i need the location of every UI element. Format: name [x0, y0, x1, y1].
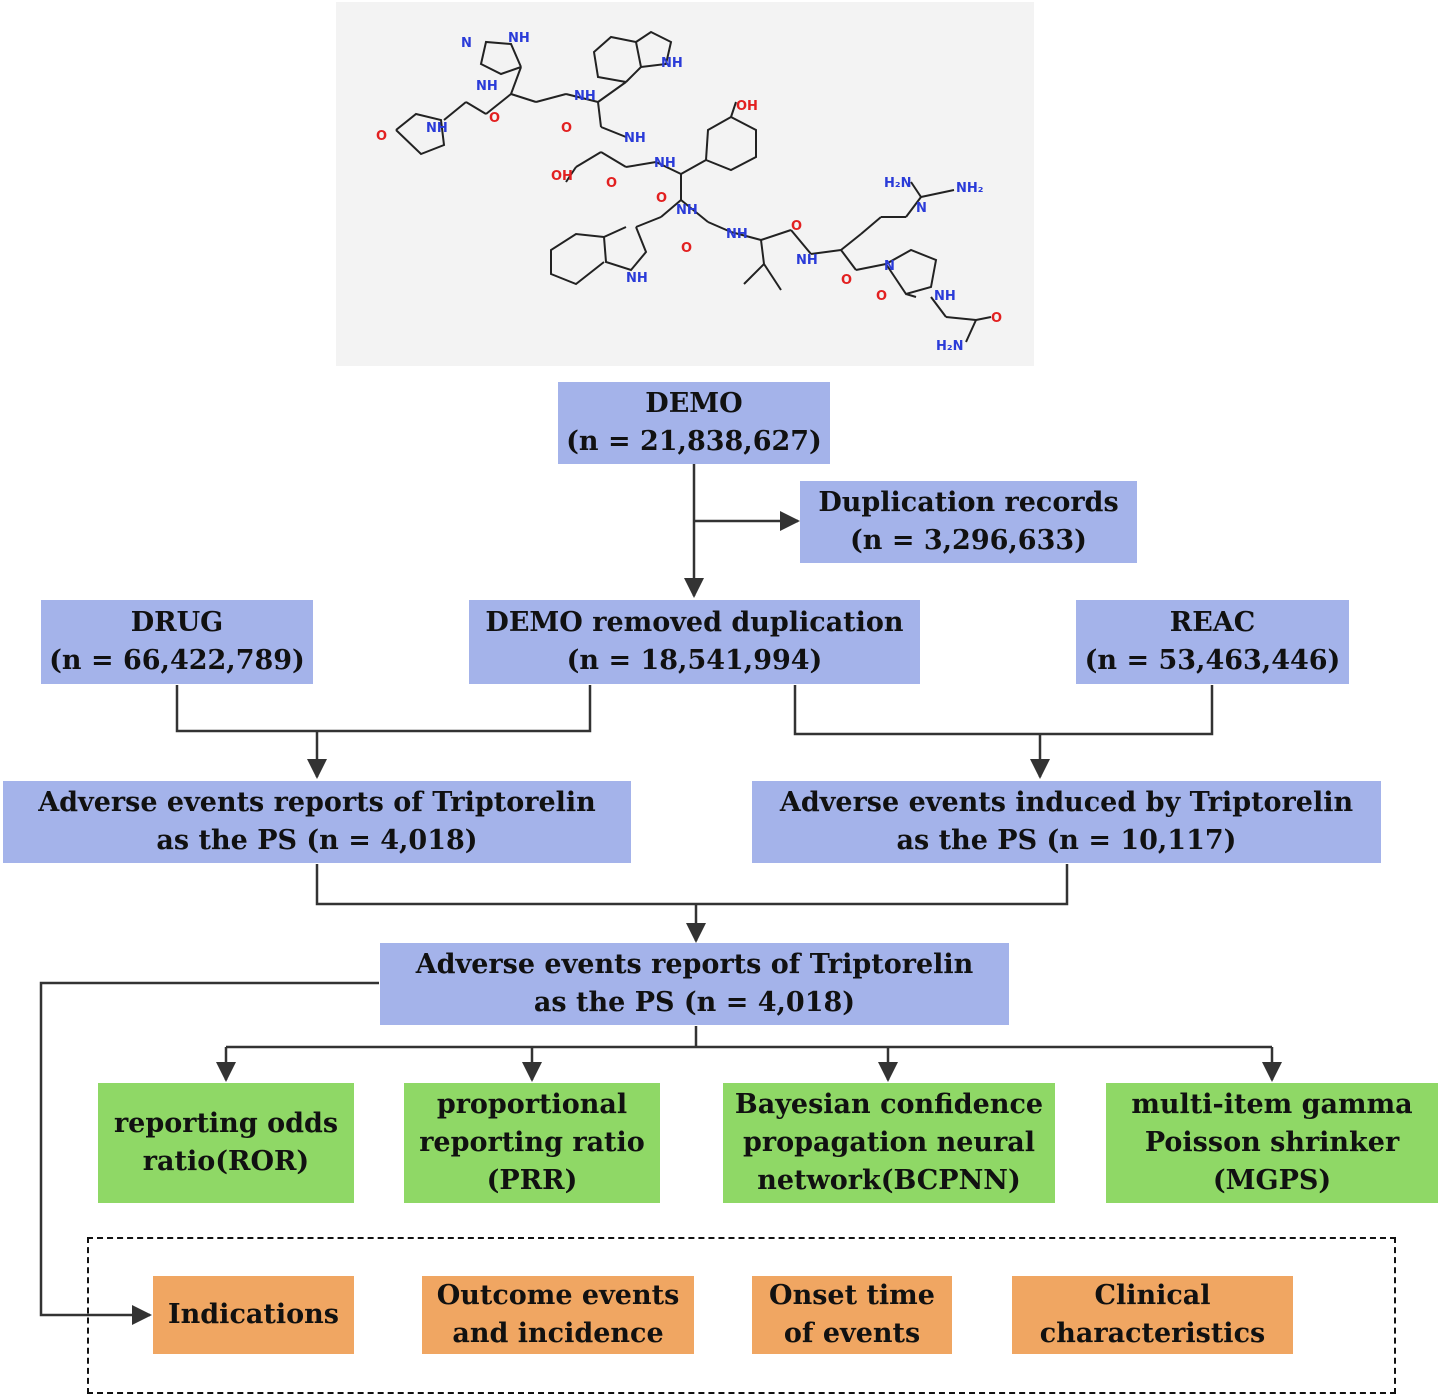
atom-label: OH: [736, 99, 758, 114]
analysis-clinical-line2: characteristics: [1039, 1318, 1266, 1349]
method-mgps-line2: Poisson shrinker: [1144, 1127, 1400, 1158]
atom-label: O: [841, 273, 852, 288]
method-mgps-line1: multi-item gamma: [1131, 1089, 1413, 1120]
atom-label: NH: [676, 203, 698, 218]
analysis-onset-line2: of events: [783, 1318, 921, 1349]
atom-label: O: [376, 129, 387, 144]
node-final-line1: Adverse events reports of Triptorelin: [415, 949, 974, 980]
node-drug-count: (n = 66,422,789): [49, 645, 305, 676]
atom-label: N: [884, 259, 895, 274]
atom-label: N: [916, 201, 927, 216]
method-prr: proportional reporting ratio (PRR): [404, 1083, 660, 1203]
method-ror-line1: reporting odds: [113, 1108, 339, 1139]
node-demo-title: DEMO: [645, 388, 743, 419]
node-reac-title: REAC: [1169, 607, 1256, 638]
node-demo-removed-duplication: DEMO removed duplication (n = 18,541,994…: [469, 600, 920, 684]
analysis-onset-line1: Onset time: [769, 1280, 935, 1311]
node-demo: DEMO (n = 21,838,627): [558, 382, 830, 464]
atom-label: NH: [626, 271, 648, 286]
node-induced-line2: as the PS (n = 10,117): [896, 825, 1237, 856]
method-ror: reporting odds ratio(ROR): [98, 1083, 354, 1203]
node-drug-title: DRUG: [130, 607, 224, 638]
atom-label: NH: [796, 253, 818, 268]
atom-label: OH: [551, 169, 573, 184]
method-mgps: multi-item gamma Poisson shrinker (MGPS): [1106, 1083, 1438, 1203]
node-demo-removed-count: (n = 18,541,994): [566, 645, 823, 676]
analysis-outcome-events: Outcome events and incidence: [422, 1276, 694, 1354]
analysis-outcome-line2: and incidence: [452, 1318, 664, 1349]
analysis-clinical-line1: Clinical: [1094, 1280, 1211, 1311]
node-reports-line1: Adverse events reports of Triptorelin: [38, 787, 596, 818]
method-bcpnn-line2: propagation neural: [742, 1127, 1036, 1158]
atom-label: O: [606, 176, 617, 191]
node-reac: REAC (n = 53,463,446): [1076, 600, 1349, 684]
node-duplication-records: Duplication records (n = 3,296,633): [800, 481, 1137, 563]
node-induced-line1: Adverse events induced by Triptorelin: [779, 787, 1354, 818]
node-adverse-events-induced: Adverse events induced by Triptorelin as…: [752, 781, 1381, 863]
atom-label: H₂N: [936, 339, 963, 354]
node-duplication-count: (n = 3,296,633): [850, 525, 1087, 556]
atom-label: O: [876, 289, 887, 304]
node-adverse-events-reports: Adverse events reports of Triptorelin as…: [3, 781, 631, 863]
atom-label: NH: [508, 31, 530, 46]
atom-label: NH: [654, 156, 676, 171]
atom-label: N: [461, 36, 472, 51]
atom-label: O: [489, 111, 500, 126]
analysis-onset-time: Onset time of events: [752, 1276, 952, 1354]
atom-label: H₂N: [884, 176, 911, 191]
atom-label: NH: [934, 289, 956, 304]
node-reports-line2: as the PS (n = 4,018): [156, 825, 478, 856]
atom-label: NH₂: [956, 181, 983, 196]
method-bcpnn-line3: network(BCPNN): [757, 1165, 1021, 1196]
atom-label: NH: [624, 131, 646, 146]
node-demo-removed-title: DEMO removed duplication: [485, 607, 904, 638]
connector-demo-reac: [793, 685, 1214, 736]
analysis-clinical-characteristics: Clinical characteristics: [1012, 1276, 1293, 1354]
node-drug: DRUG (n = 66,422,789): [41, 600, 313, 684]
atom-label: NH: [574, 89, 596, 104]
analysis-outcome-line1: Outcome events: [436, 1280, 680, 1311]
analysis-indications: Indications: [153, 1276, 354, 1354]
connector-reports-induced: [315, 864, 1069, 906]
connector-drug-demo: [175, 685, 592, 733]
node-final-reports: Adverse events reports of Triptorelin as…: [380, 943, 1009, 1025]
method-ror-line2: ratio(ROR): [142, 1146, 310, 1177]
node-demo-count: (n = 21,838,627): [566, 426, 822, 457]
node-duplication-title: Duplication records: [818, 487, 1119, 518]
atom-label: O: [791, 219, 802, 234]
method-prr-line1: proportional: [436, 1089, 628, 1120]
method-prr-line2: reporting ratio: [419, 1127, 645, 1158]
atom-label: O: [656, 191, 667, 206]
triptorelin-structure-image: O NH O NH N NH O NH NH NH OH O NH OH O N…: [376, 30, 1002, 354]
analysis-indications-label: Indications: [168, 1299, 339, 1330]
atom-label: NH: [476, 79, 498, 94]
method-bcpnn: Bayesian confidence propagation neural n…: [723, 1083, 1055, 1203]
molecule-structure-panel: O NH O NH N NH O NH NH NH OH O NH OH O N…: [336, 2, 1034, 366]
method-prr-line3: (PRR): [486, 1165, 578, 1196]
arrow-to-indications: [39, 981, 379, 1325]
atom-label: O: [681, 241, 692, 256]
atom-label: O: [561, 121, 572, 136]
atom-label: NH: [426, 121, 448, 136]
analysis-dashed-group: [87, 1237, 1396, 1394]
atom-label: NH: [661, 56, 683, 71]
method-bcpnn-line1: Bayesian confidence: [734, 1089, 1044, 1120]
node-reac-count: (n = 53,463,446): [1084, 645, 1341, 676]
node-final-line2: as the PS (n = 4,018): [533, 987, 856, 1018]
atom-label: NH: [726, 227, 748, 242]
method-mgps-line3: (MGPS): [1212, 1165, 1332, 1196]
atom-label: O: [991, 311, 1002, 326]
